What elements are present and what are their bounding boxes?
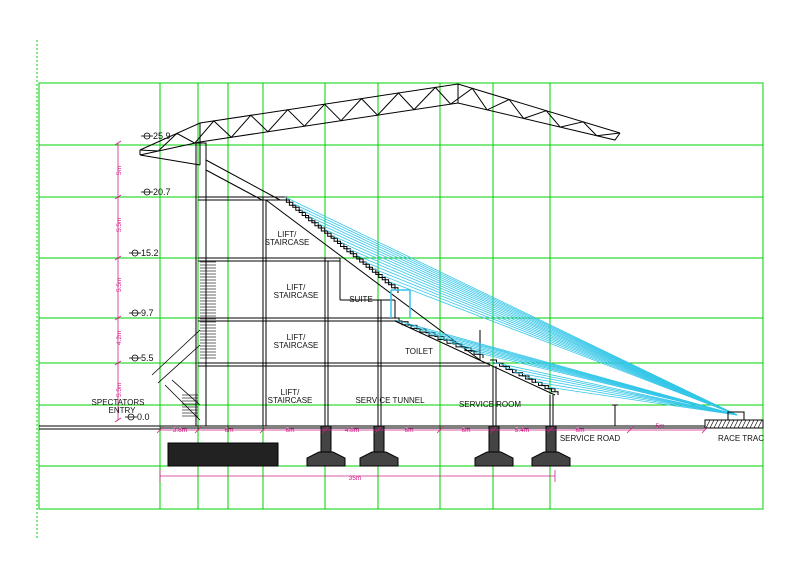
level-label: 5.5 xyxy=(141,353,154,363)
roof-truss xyxy=(139,83,621,166)
column-footings xyxy=(306,425,571,467)
vdim-label: 5.5m xyxy=(116,383,123,397)
hdim-label: 6m xyxy=(224,427,233,434)
room-label: STAIRCASE xyxy=(274,341,319,350)
hdim-label: 6m xyxy=(404,427,413,434)
hdim-label: 6m xyxy=(285,427,294,434)
room-label: SERVICE TUNNEL xyxy=(355,396,425,405)
vdim-label: 5.5m xyxy=(116,218,123,232)
room-label: LIFT/ xyxy=(281,388,300,397)
overall-dimension-label: 35m xyxy=(349,475,362,482)
room-label: TOILET xyxy=(405,347,433,356)
room-label: STAIRCASE xyxy=(265,238,310,247)
level-15-2: 15.2 xyxy=(129,248,159,258)
room-label: STAIRCASE xyxy=(268,396,313,405)
hdim-label: 6m xyxy=(461,427,470,434)
hdim-label: 3.6m xyxy=(173,427,187,434)
vertical-dimension-labels: 5m 5.5m 5.5m 4.2m 5.5m xyxy=(116,166,123,397)
level-markers: 25.9 20.7 15.2 9.7 5.5 0.0 xyxy=(125,131,171,422)
room-label: SUITE xyxy=(349,295,373,304)
level-9-7: 9.7 xyxy=(129,308,154,318)
race-track-hatch xyxy=(705,419,763,429)
stair-hatch xyxy=(182,261,216,417)
vdim-label: 5.5m xyxy=(116,278,123,292)
level-5-5: 5.5 xyxy=(129,353,154,363)
external-staircase xyxy=(151,329,201,421)
room-label: RACE TRAC xyxy=(718,434,764,443)
hdim-label: 6m xyxy=(575,427,584,434)
horizontal-dimension-labels: 3.6m 6m 6m 4.8m 6m 6m 5.4m 6m 5m 35m xyxy=(173,423,665,482)
building-structure xyxy=(195,142,556,427)
hdim-label: 5m xyxy=(655,423,664,430)
hdim-label: 4.8m xyxy=(345,427,359,434)
seating-tiers xyxy=(280,196,559,395)
room-labels: LIFT/ STAIRCASE LIFT/ STAIRCASE LIFT/ ST… xyxy=(92,230,765,443)
level-label: 25.9 xyxy=(153,131,171,141)
room-label: SERVICE ROOM xyxy=(459,400,521,409)
room-label: SPECTATORS xyxy=(92,398,145,407)
level-label: 0.0 xyxy=(137,412,150,422)
ground-line xyxy=(39,404,764,430)
room-label: ENTRY xyxy=(109,406,137,415)
room-label: LIFT/ xyxy=(287,333,306,342)
foundations xyxy=(167,442,279,467)
level-25-9: 25.9 xyxy=(141,131,171,141)
vdim-label: 4.2m xyxy=(116,331,123,345)
level-label: 9.7 xyxy=(141,308,154,318)
dimension-lines xyxy=(114,140,709,482)
sightlines xyxy=(284,196,738,416)
level-label: 15.2 xyxy=(141,248,159,258)
room-label: SERVICE ROAD xyxy=(560,434,621,443)
level-0-0: 0.0 xyxy=(125,412,150,422)
room-label: LIFT/ xyxy=(287,283,306,292)
hdim-label: 5.4m xyxy=(515,427,529,434)
room-label: STAIRCASE xyxy=(274,291,319,300)
level-label: 20.7 xyxy=(153,187,171,197)
level-20-7: 20.7 xyxy=(141,187,171,197)
room-label: LIFT/ xyxy=(278,230,297,239)
vdim-label: 5m xyxy=(116,166,123,175)
